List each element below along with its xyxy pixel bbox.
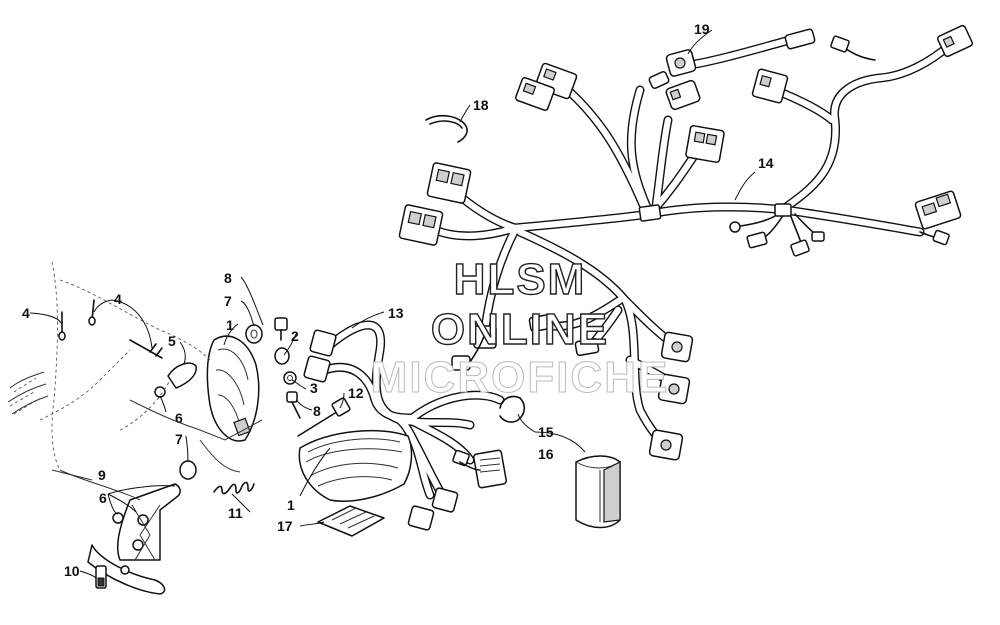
callout-1-lower: 1 (287, 497, 295, 513)
callout-4-right: 4 (114, 291, 122, 307)
fairing-outline (7, 261, 263, 501)
callout-19: 19 (694, 21, 710, 37)
callout-7-upper: 7 (224, 293, 232, 309)
callout-18: 18 (473, 97, 489, 113)
split-sleeve (575, 455, 621, 529)
callout-15: 15 (538, 424, 554, 440)
callout-10: 10 (64, 563, 80, 579)
callout-labels: 1 1 2 3 4 4 5 6 6 7 7 8 8 9 10 11 12 13 … (22, 21, 774, 579)
connector-right-1 (660, 331, 694, 363)
callout-5: 5 (168, 333, 176, 349)
connector-right-3 (648, 429, 684, 461)
callout-3: 3 (310, 380, 318, 396)
callout-7-lower: 7 (175, 431, 183, 447)
callout-11: 11 (228, 505, 243, 521)
callout-4-left: 4 (22, 305, 30, 321)
callout-2: 2 (291, 328, 299, 344)
callout-17: 17 (277, 518, 293, 534)
hardware-items (58, 299, 301, 524)
callout-12: 12 (348, 385, 364, 401)
watermark-line3: MICROFICHE (371, 353, 670, 402)
adjuster-spring (213, 481, 255, 495)
callout-16: 16 (538, 446, 554, 462)
connector-upper-small (665, 79, 701, 111)
callout-6-lower: 6 (99, 490, 107, 506)
connector-left-lower (398, 204, 444, 246)
leader-lines (29, 29, 756, 579)
split-ring (499, 395, 526, 423)
protective-film (317, 505, 385, 537)
mounting-bracket (87, 483, 181, 595)
connector-19 (665, 28, 816, 77)
watermark-line1: HLSM (454, 255, 587, 304)
callout-8-upper: 8 (224, 270, 232, 286)
watermark: HLSM ONLINE MICROFICHE (370, 254, 670, 402)
connector-double-top (515, 62, 578, 111)
connector-left-upper (426, 162, 472, 204)
callout-9: 9 (98, 467, 106, 483)
callout-14: 14 (758, 155, 774, 171)
adjuster-bolt (297, 397, 351, 437)
connector-center-square (685, 125, 725, 163)
watermark-line2: ONLINE (431, 305, 609, 354)
callout-8-lower: 8 (313, 403, 321, 419)
callout-6-upper: 6 (175, 410, 183, 426)
connector-right-2 (657, 373, 691, 405)
main-wiring-harness (398, 24, 974, 461)
connector-right-large (914, 190, 962, 230)
callout-13: 13 (388, 305, 404, 321)
headlight-upper-mount (206, 335, 260, 442)
connector-top-right (830, 24, 974, 61)
headlight-sub-harness (303, 320, 508, 531)
connector-upper-middle (751, 68, 789, 104)
callout-1-upper: 1 (226, 317, 234, 333)
wire-clip (425, 114, 468, 143)
headlight-assembly (298, 429, 413, 502)
